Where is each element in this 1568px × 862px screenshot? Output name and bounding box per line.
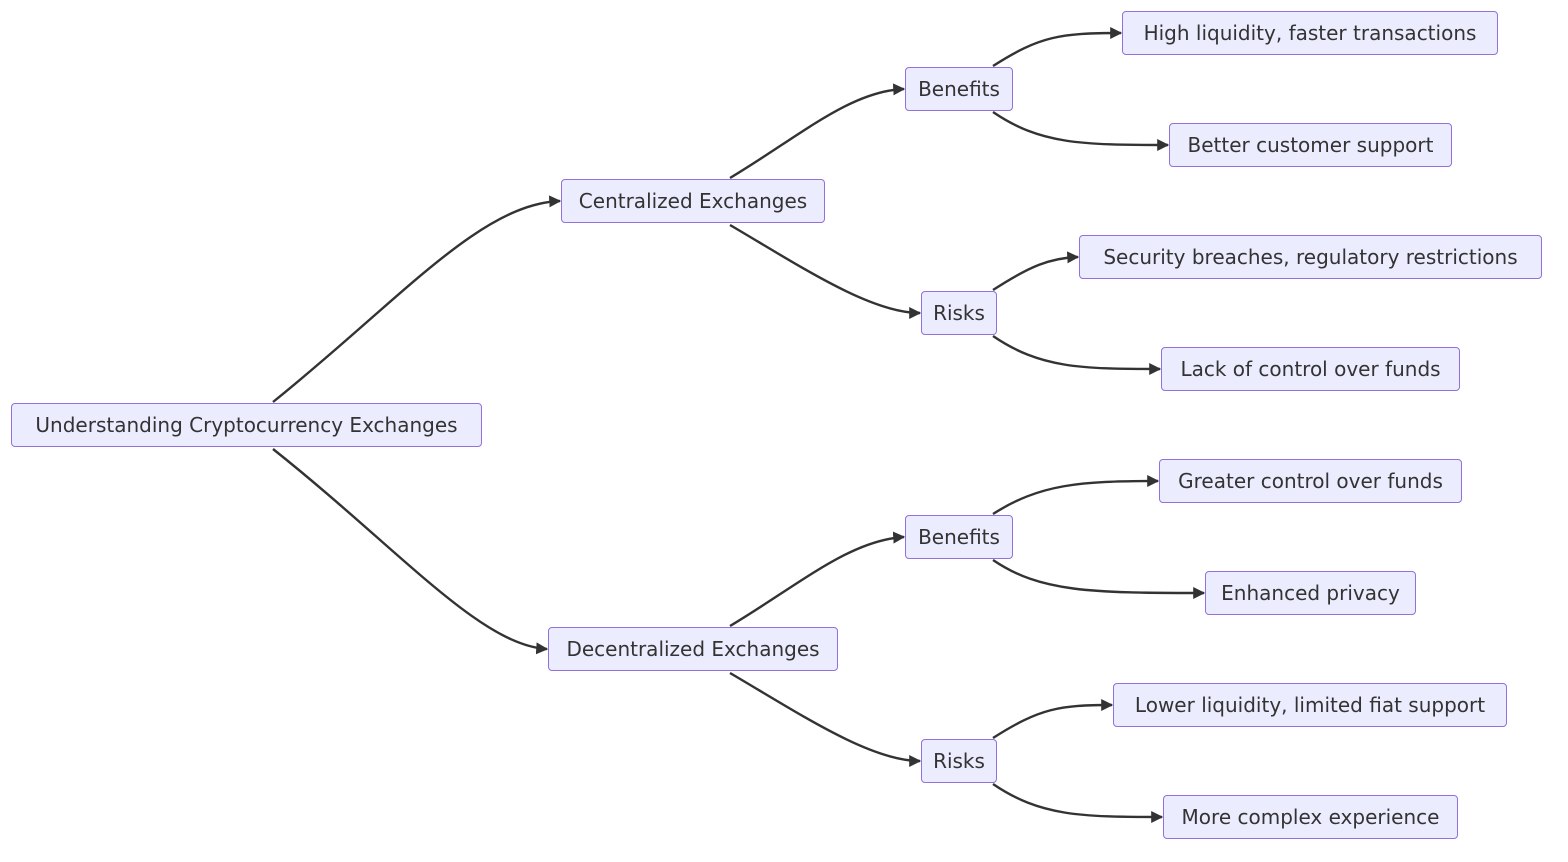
edge-root-centralized — [272, 195, 562, 403]
edge-centralized-benefits — [729, 83, 906, 180]
edge-cex-benefits-item-2 — [992, 111, 1170, 151]
edge-dex-benefits-item-1 — [992, 475, 1160, 516]
centralized-risk-item: Security breaches, regulatory restrictio… — [1079, 235, 1542, 279]
centralized-benefit-item: Better customer support — [1169, 123, 1452, 167]
decentralized-risk-item: Lower liquidity, limited fiat support — [1113, 683, 1507, 727]
centralized-benefit-item: High liquidity, faster transactions — [1122, 11, 1498, 55]
decentralized-risks-node: Risks — [921, 739, 997, 783]
edge-decentralized-risks — [729, 671, 922, 767]
decentralized-exchanges-node: Decentralized Exchanges — [548, 627, 838, 671]
centralized-risks-node: Risks — [921, 291, 997, 335]
decentralized-benefit-item: Greater control over funds — [1159, 459, 1462, 503]
edge-cex-benefits-item-1 — [992, 27, 1123, 68]
edge-decentralized-benefits — [729, 531, 906, 628]
edge-cex-risks-item-2 — [992, 335, 1162, 375]
root-node: Understanding Cryptocurrency Exchanges — [11, 403, 482, 447]
edge-dex-benefits-item-2 — [992, 559, 1206, 599]
centralized-benefits-node: Benefits — [905, 67, 1013, 111]
edge-dex-risks-item-1 — [992, 699, 1114, 740]
centralized-exchanges-node: Centralized Exchanges — [561, 179, 825, 223]
edge-centralized-risks — [729, 223, 922, 319]
centralized-risk-item: Lack of control over funds — [1161, 347, 1460, 391]
decentralized-benefits-node: Benefits — [905, 515, 1013, 559]
edge-dex-risks-item-2 — [992, 783, 1164, 823]
edge-cex-risks-item-1 — [992, 251, 1080, 292]
edge-root-decentralized — [272, 448, 549, 655]
decentralized-benefit-item: Enhanced privacy — [1205, 571, 1416, 615]
decentralized-risk-item: More complex experience — [1163, 795, 1458, 839]
